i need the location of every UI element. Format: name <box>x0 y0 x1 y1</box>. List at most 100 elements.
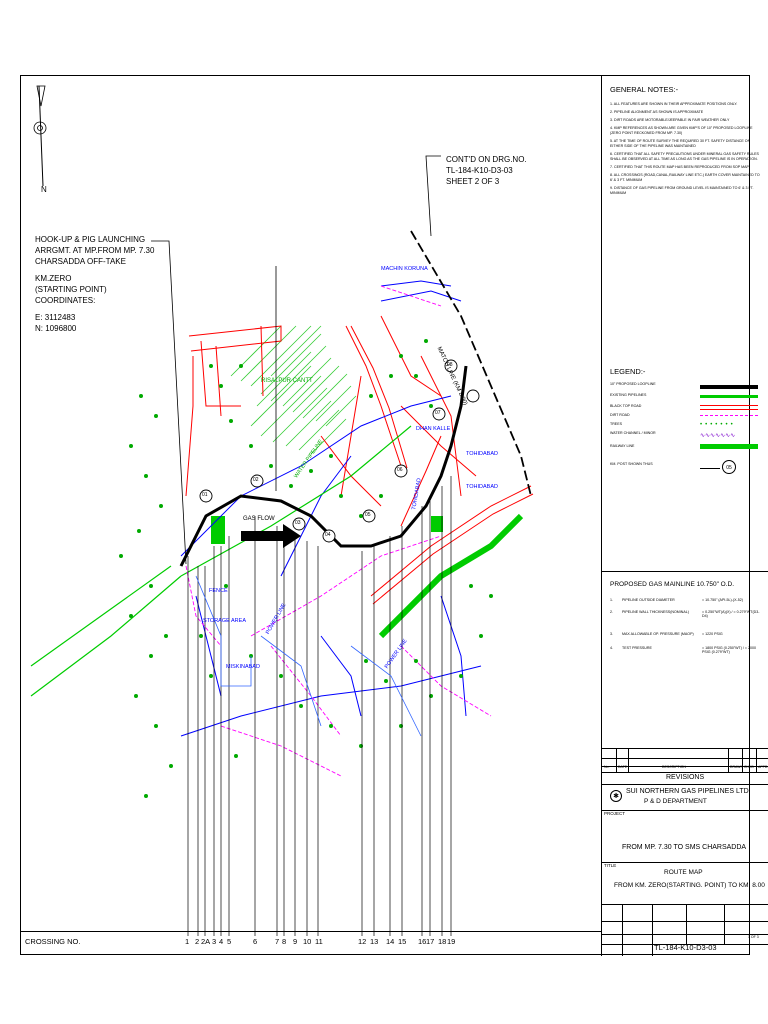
north-label: N <box>41 185 47 194</box>
legend-label: DIRT ROAD <box>610 413 630 417</box>
crossing-16: 16 <box>418 937 427 946</box>
km-marker-08: 08 <box>447 362 453 368</box>
hookup-line3: CHARSADDA OFF-TAKE <box>35 257 126 266</box>
rev-divider <box>628 748 629 772</box>
crossing-8: 8 <box>282 937 287 946</box>
trees <box>119 339 493 798</box>
hookup-line7: E: 3112483 <box>35 313 76 322</box>
route-map <box>30 85 534 936</box>
title-block <box>602 748 768 956</box>
legend-swatch-road <box>700 405 758 410</box>
note-item: 1. ALL FEATURES ARE SHOWN IN THEIR APPRO… <box>610 102 738 106</box>
title-line <box>602 904 768 905</box>
legend-label: BLACK TOP ROAD <box>610 404 642 408</box>
rev-header-no: No. <box>604 765 610 769</box>
match-line <box>410 230 532 497</box>
crossing-6: 6 <box>253 937 258 946</box>
tohidabad-2-label: TOHIDABAD <box>466 451 498 457</box>
note-item: 6. CERTIFIED THAT ALL SAFETY PRECAUTIONS… <box>610 152 759 161</box>
hookup-line4: KM.ZERO <box>35 274 72 283</box>
km-marker-07: 07 <box>435 410 441 416</box>
km-post-markers <box>199 359 480 543</box>
rev-divider <box>742 748 743 772</box>
rev-header-drawn: DRAWN <box>730 765 744 769</box>
roads-black-top <box>185 315 477 527</box>
km-marker-01: 01 <box>202 492 208 498</box>
leader-lines <box>151 155 441 565</box>
drawing-sheet: N CONT'D ON DRG.NO. TL-184-K10-D3-03 SHE… <box>20 75 768 956</box>
proposed-value: = 10.750" (API-5L)-(X-52) <box>702 598 743 602</box>
crossing-3: 3 <box>212 937 217 946</box>
risalpur-label: RISALPUR CANTT <box>261 378 313 384</box>
rev-divider <box>616 748 617 772</box>
dhan-kalle-label: DHAN KALLE <box>416 426 451 432</box>
fence-label: FENCE <box>209 588 228 594</box>
crossing-11: 11 <box>315 937 323 946</box>
crossing-lines <box>187 476 452 936</box>
hookup-line1: HOOK-UP & PIG LAUNCHING <box>35 235 146 244</box>
contd-line1: CONT'D ON DRG.NO. <box>446 155 527 164</box>
crossing-13: 13 <box>370 937 379 946</box>
crossing-7: 7 <box>275 937 280 946</box>
proposed-pipeline-route <box>179 365 468 567</box>
legend-km-post-icon: 05 <box>722 460 736 474</box>
sig-divider <box>622 904 623 956</box>
rev-divider <box>756 748 757 772</box>
km-marker-04: 04 <box>325 532 331 538</box>
km-marker-05: 05 <box>365 512 371 518</box>
proposed-no: 2. <box>610 610 613 614</box>
proposed-value: = 0.250"WT(A)(X) / = 0.279"WT(D3-D4) <box>702 610 760 618</box>
proposed-label: PIPELINE OUTSIDE DIAMETER <box>622 598 675 602</box>
legend-swatch-existing <box>700 395 758 398</box>
title-line <box>602 810 768 811</box>
drawing-number: TL-184-K10-D3-03 <box>654 943 717 952</box>
sig-divider <box>686 904 687 944</box>
proposed-value: = 1800 PSIG (0.250"WT) / = 2000 PSIG (0.… <box>702 646 757 654</box>
note-item: 9. DISTANCE OF GAS PIPELINE FROM GROUND … <box>610 186 754 195</box>
hookup-line5: (STARTING POINT) <box>35 285 107 294</box>
sig-divider <box>724 904 725 944</box>
rev-header-description: DESCRIPTION <box>662 765 686 769</box>
contd-line3: SHEET 2 OF 3 <box>446 177 500 186</box>
km-marker-03: 03 <box>295 520 301 526</box>
title-label: TITLE <box>604 863 617 868</box>
sig-line <box>602 921 768 922</box>
contd-line2: TL-184-K10-D3-03 <box>446 166 513 175</box>
hookup-line2: ARRGMT. AT MP.FROM MP. 7.30 <box>35 246 155 255</box>
legend-label: KM. POST SHOWN THUS <box>610 462 653 466</box>
legend-swatch-kmline <box>700 468 720 469</box>
north-arrow-icon <box>33 85 47 187</box>
gas-flow-label: GAS FLOW <box>243 516 275 522</box>
crossing-label: CROSSING NO. <box>25 937 81 946</box>
note-item: 4. KMP REFERENCES AS SHOWN ARE GIVEN KMP… <box>610 126 753 135</box>
machin-koruna-label: MACHIN KORUNA <box>381 266 428 272</box>
crossing-14: 14 <box>386 937 395 946</box>
crossing-15: 15 <box>398 937 407 946</box>
legend-swatch-railway <box>700 444 758 449</box>
company-name: SUI NORTHERN GAS PIPELINES LTD. <box>626 788 751 795</box>
existing-pipelines <box>30 425 412 697</box>
rev-line <box>602 766 768 767</box>
cantonment-hatch <box>230 325 357 455</box>
side-panel: GENERAL NOTES:- 1. ALL FEATURES ARE SHOW… <box>601 76 768 956</box>
rev-header-chkd: CHKD <box>744 765 754 769</box>
legend-label: TREES <box>610 422 622 426</box>
title-line2: FROM KM. ZERO(STARTING. POINT) TO KM. 8.… <box>614 882 765 889</box>
rev-header-appd: APPD <box>758 765 768 769</box>
rev-header-date: DATE <box>618 765 628 769</box>
crossing-18: 18 <box>438 937 447 946</box>
title-line1: ROUTE MAP <box>664 869 703 876</box>
crossing-12: 12 <box>358 937 367 946</box>
department-name: P & D DEPARTMENT <box>644 798 707 805</box>
legend-swatch-trees: ••••••• <box>700 422 736 428</box>
proposed-no: 4. <box>610 646 613 650</box>
proposed-label: PIPELINE WALL THICKNESS(NOMINAL) <box>622 610 689 614</box>
project-label: PROJECT <box>604 811 626 816</box>
company-logo-icon: ✱ <box>610 790 622 802</box>
legend-swatch-water: ∿∿∿∿∿∿∿ <box>700 433 736 439</box>
rev-divider <box>728 748 729 772</box>
crossing-5: 5 <box>227 937 232 946</box>
note-item: 2. PIPELINE ALIGNMENT AS SHOWN IS APPROX… <box>610 110 704 114</box>
legend-title: LEGEND:- <box>610 367 646 376</box>
proposed-no: 3. <box>610 632 613 636</box>
